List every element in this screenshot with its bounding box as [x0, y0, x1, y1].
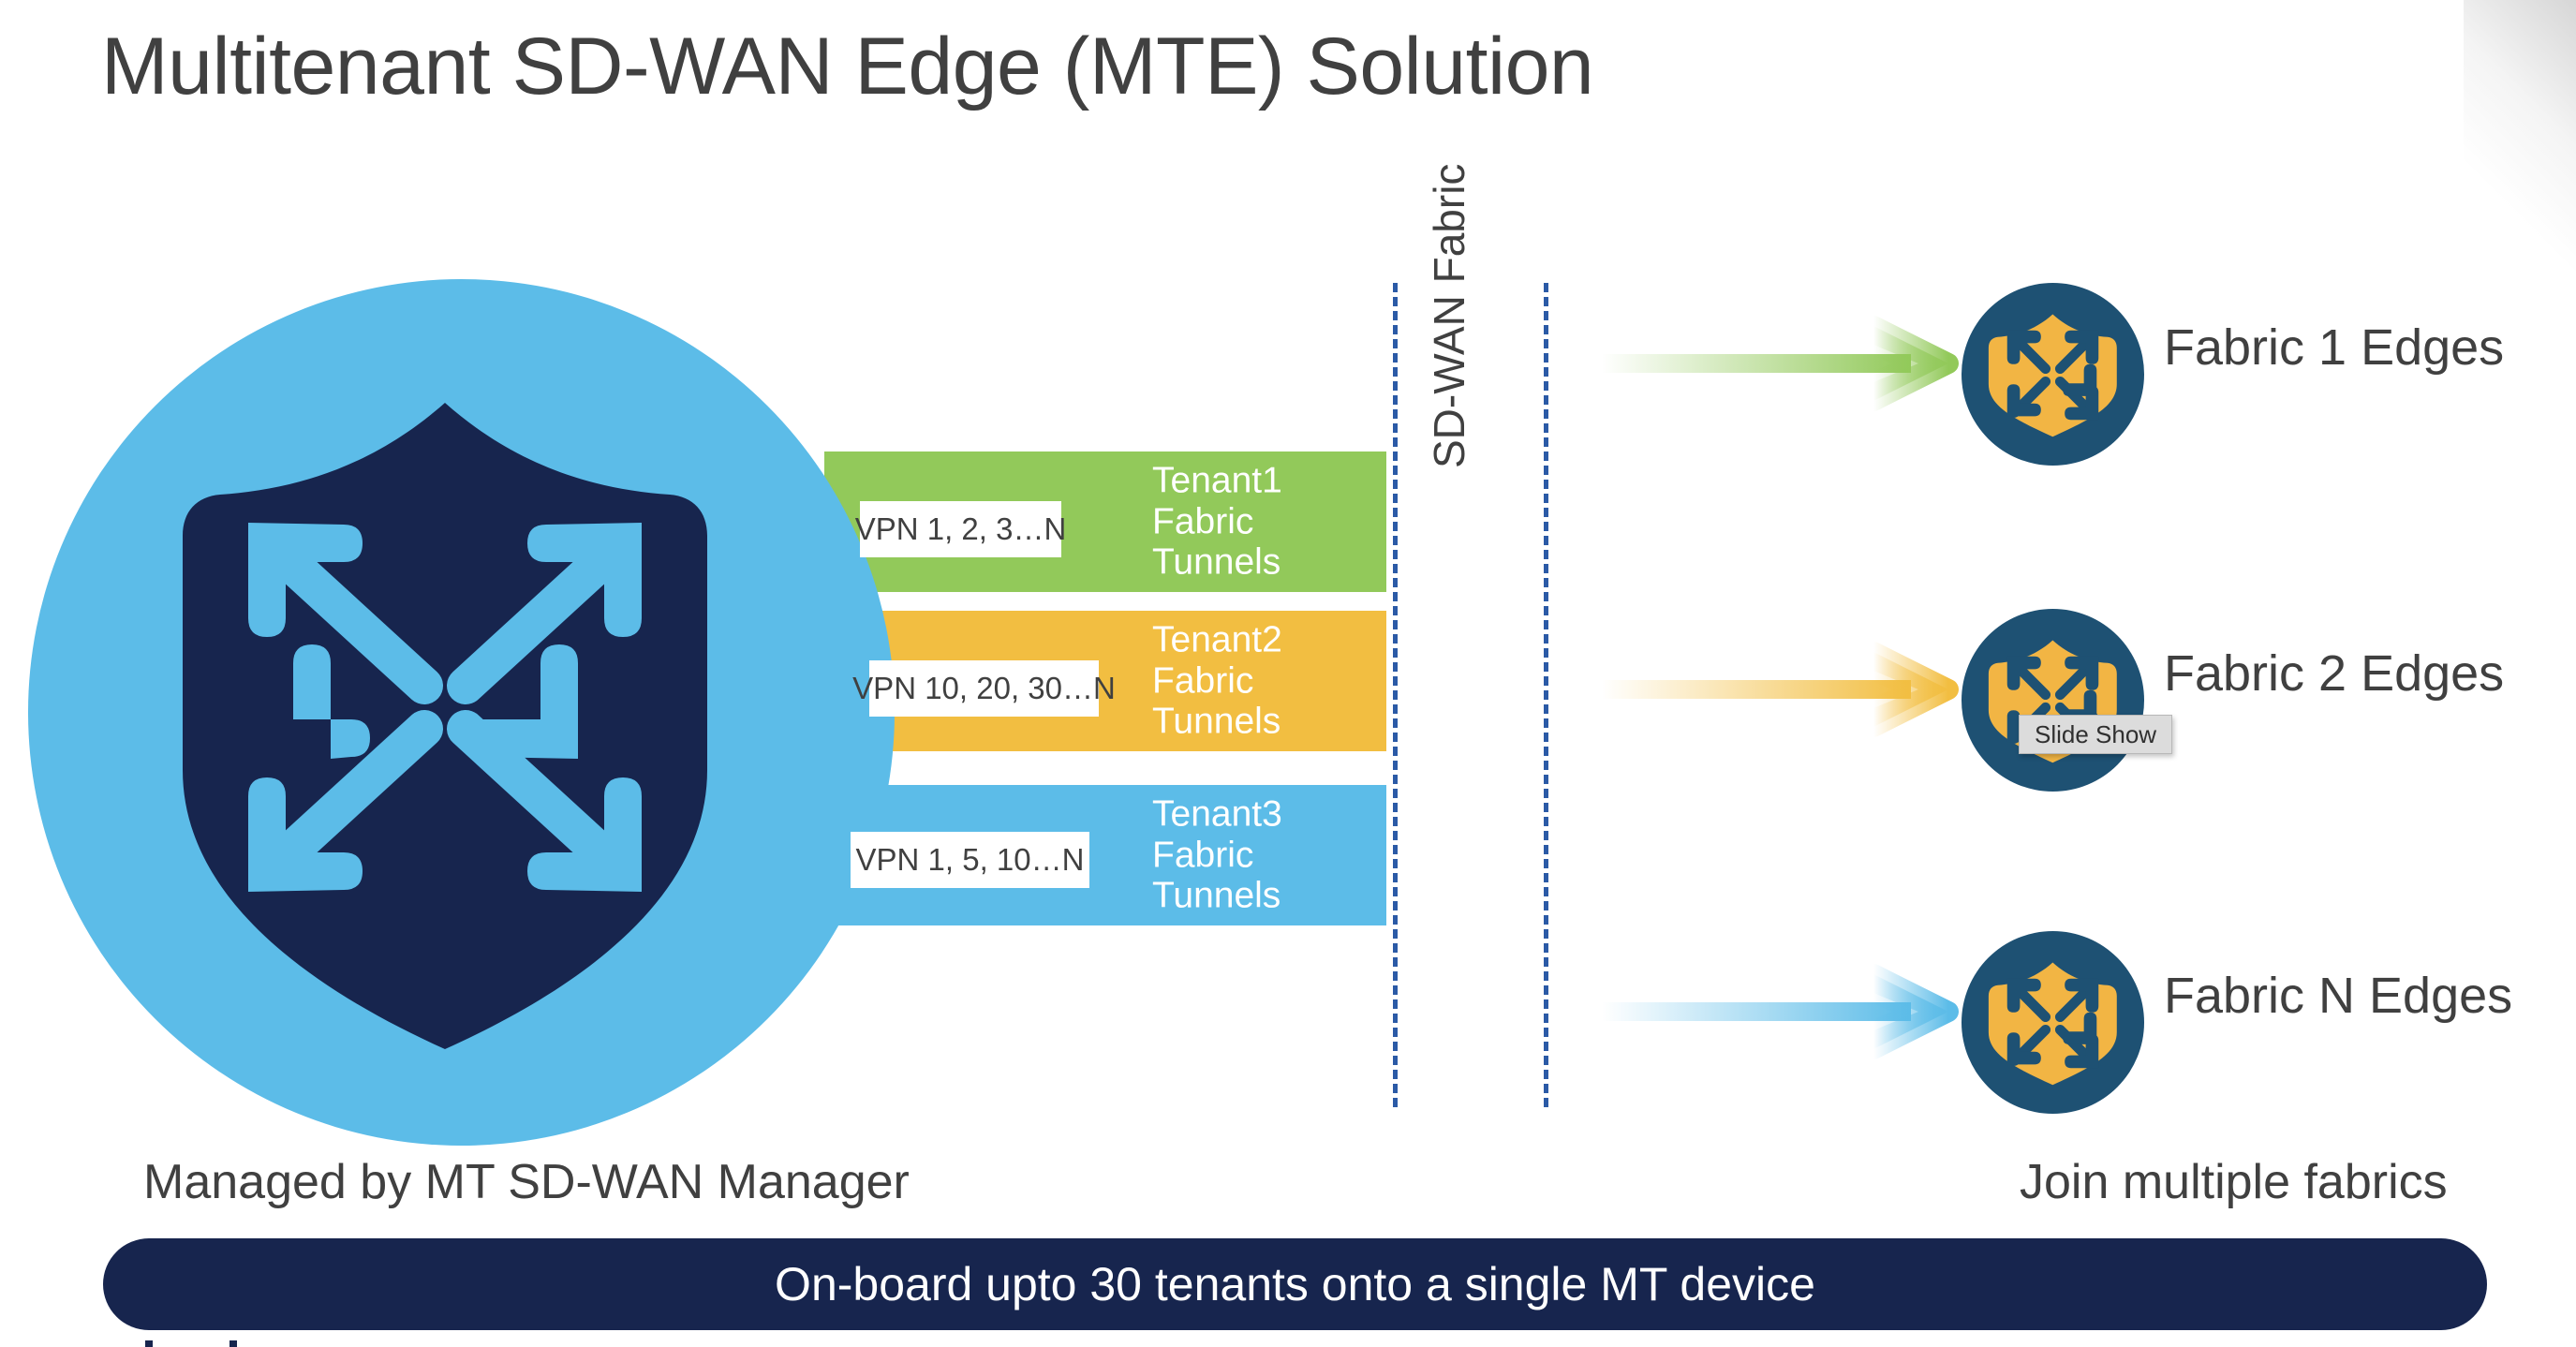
tenant-bar-label: Tenant3 Fabric Tunnels	[1152, 793, 1282, 916]
fabric-edge-shield-icon-fabricN[interactable]	[1962, 931, 2144, 1114]
flow-arrow-fabric2	[1602, 642, 1959, 737]
fabric-edge-label-fabric1: Fabric 1 Edges	[2164, 319, 2505, 376]
vpn-chip-tenant3[interactable]: VPN 1, 5, 10…N	[851, 832, 1089, 888]
page-title: Multitenant SD-WAN Edge (MTE) Solution	[101, 22, 1594, 111]
flow-arrow-fabricN	[1602, 964, 1959, 1059]
slide-show-tooltip: Slide Show	[2019, 715, 2173, 754]
join-fabrics-caption: Join multiple fabrics	[2020, 1155, 2448, 1209]
vpn-chip-tenant1[interactable]: VPN 1, 2, 3…N	[855, 501, 1066, 557]
onboard-banner: On-board upto 30 tenants onto a single M…	[103, 1238, 2487, 1330]
fabric-edge-shield-icon-fabric1[interactable]	[1962, 283, 2144, 466]
tenant-bar-label: Tenant1 Fabric Tunnels	[1152, 460, 1282, 583]
flow-arrow-fabric1	[1602, 316, 1959, 411]
fabric-divider-right	[1544, 283, 1548, 1107]
vpn-chip-tenant2[interactable]: VPN 10, 20, 30…N	[852, 660, 1116, 717]
managed-by-caption: Managed by MT SD-WAN Manager	[143, 1155, 910, 1209]
onboard-banner-text: On-board upto 30 tenants onto a single M…	[775, 1258, 1815, 1310]
slide-edge-artifacts	[126, 1340, 370, 1347]
fabric-divider-left	[1393, 283, 1398, 1107]
fabric-edge-label-fabricN: Fabric N Edges	[2164, 968, 2513, 1024]
tenant-bar-label: Tenant2 Fabric Tunnels	[1152, 619, 1282, 742]
fabric-vertical-label: SD-WAN Fabric	[1425, 163, 1473, 468]
sdwan-shield-arrows-icon	[183, 403, 707, 1049]
fabric-edge-shield-icon-fabric2[interactable]	[1962, 609, 2144, 792]
page-edge-shadow	[2464, 0, 2576, 281]
fabric-edge-label-fabric2: Fabric 2 Edges	[2164, 645, 2505, 702]
